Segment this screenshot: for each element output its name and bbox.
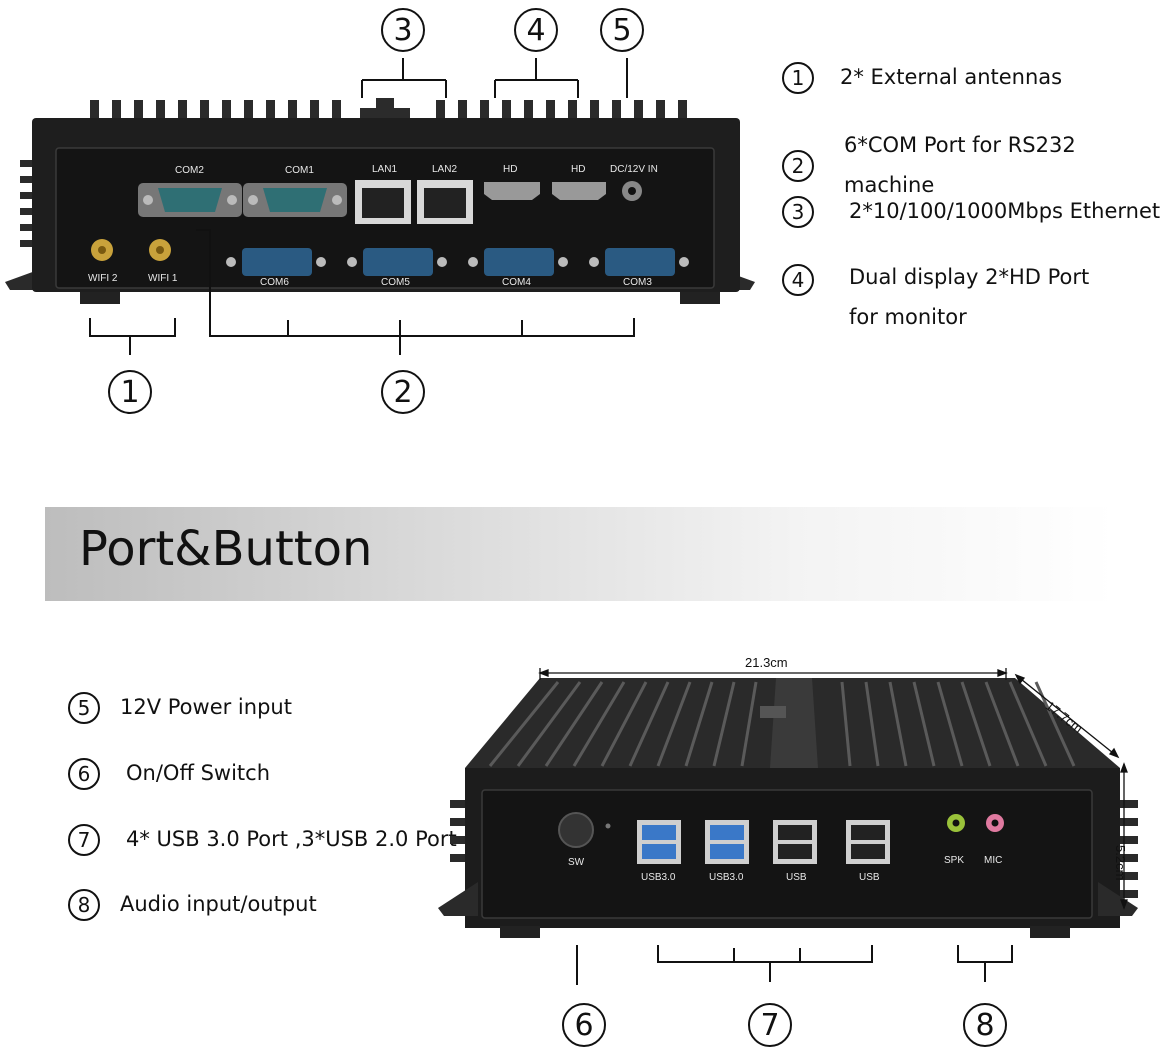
back-panel-device: COM2 COM1 LAN1 LAN2 HD HD DC/12V IN WIFI… xyxy=(0,0,760,320)
back-panel-chassis xyxy=(5,98,755,304)
legend-num-6: 6 xyxy=(68,757,100,790)
legend-num-1: 1 xyxy=(782,61,814,94)
front-panel-device: SW USB3.0 USB3.0 USB USB SPK MIC xyxy=(430,650,1150,950)
callout-3: 3 xyxy=(381,8,425,52)
legend-num-4: 4 xyxy=(782,264,814,296)
usb-a-label: USB xyxy=(786,872,807,883)
legend-text-5: 12V Power input xyxy=(120,695,292,719)
legend-num-8: 8 xyxy=(68,888,100,921)
mic-label: MIC xyxy=(984,855,1003,866)
top-legend-item-1: 1 2* External antennas xyxy=(782,58,1062,98)
callout-6: 6 xyxy=(562,1003,606,1047)
banner-title: Port&Button xyxy=(79,521,373,577)
com5-label: COM5 xyxy=(381,277,410,288)
callout-4: 4 xyxy=(514,8,558,52)
bottom-legend-item-7: 7 4* USB 3.0 Port ,3*USB 2.0 Port xyxy=(68,820,457,860)
legend-num-3: 3 xyxy=(782,195,814,228)
hd1-label: HD xyxy=(503,164,518,175)
legend-text-2: 6*COM Port for RS232 machine xyxy=(844,133,1076,197)
callout-7: 7 xyxy=(748,1003,792,1047)
legend-text-4: Dual display 2*HD Port xyxy=(849,265,1090,289)
legend-text-7: 4* USB 3.0 Port ,3*USB 2.0 Port xyxy=(126,827,457,851)
callout-1: 1 xyxy=(108,370,152,414)
front-panel-chassis xyxy=(438,678,1138,938)
top-legend-item-2: 2 6*COM Port for RS232 machine xyxy=(782,126,1164,206)
callout-2: 2 xyxy=(381,370,425,414)
legend-text-6: On/Off Switch xyxy=(126,761,271,785)
bottom-legend-item-8: 8 Audio input/output xyxy=(68,885,317,925)
lan2-label: LAN2 xyxy=(432,164,458,175)
com6-label: COM6 xyxy=(260,277,289,288)
spk-label: SPK xyxy=(944,855,965,866)
top-legend-item-4: 4 Dual display 2*HD Port for monitor xyxy=(782,258,1089,338)
com2-label: COM2 xyxy=(175,165,204,176)
top-callout-lines xyxy=(89,58,635,355)
legend-num-5: 5 xyxy=(68,691,100,724)
wifi2-label: WIFI 2 xyxy=(88,273,118,284)
top-legend-item-3: 3 2*10/100/1000Mbps Ethernet xyxy=(782,192,1160,232)
legend-text-1: 2* External antennas xyxy=(840,65,1063,89)
hd2-label: HD xyxy=(571,164,586,175)
com1-label: COM1 xyxy=(285,165,314,176)
port-button-banner: Port&Button xyxy=(45,507,1115,601)
dim-width: 21.3cm xyxy=(745,655,788,670)
legend-text-8: Audio input/output xyxy=(120,892,317,916)
dim-height: 5.2cm xyxy=(1113,845,1128,881)
bottom-legend-item-5: 5 12V Power input xyxy=(68,688,292,728)
callout-8: 8 xyxy=(963,1003,1007,1047)
wifi1-label: WIFI 1 xyxy=(148,273,178,284)
lan1-label: LAN1 xyxy=(372,164,398,175)
callout-5: 5 xyxy=(600,8,644,52)
dc-in-label: DC/12V IN xyxy=(610,164,658,175)
com3-label: COM3 xyxy=(623,277,652,288)
bottom-legend-item-6: 6 On/Off Switch xyxy=(68,754,270,794)
sw-label: SW xyxy=(568,857,585,868)
legend-text-3: 2*10/100/1000Mbps Ethernet xyxy=(849,199,1161,223)
com4-label: COM4 xyxy=(502,277,531,288)
usb30a-label: USB3.0 xyxy=(641,872,676,883)
legend-text-4b: for monitor xyxy=(849,304,967,329)
legend-num-2: 2 xyxy=(782,149,814,182)
usb-b-label: USB xyxy=(859,872,880,883)
usb30b-label: USB3.0 xyxy=(709,872,744,883)
legend-num-7: 7 xyxy=(68,823,100,856)
